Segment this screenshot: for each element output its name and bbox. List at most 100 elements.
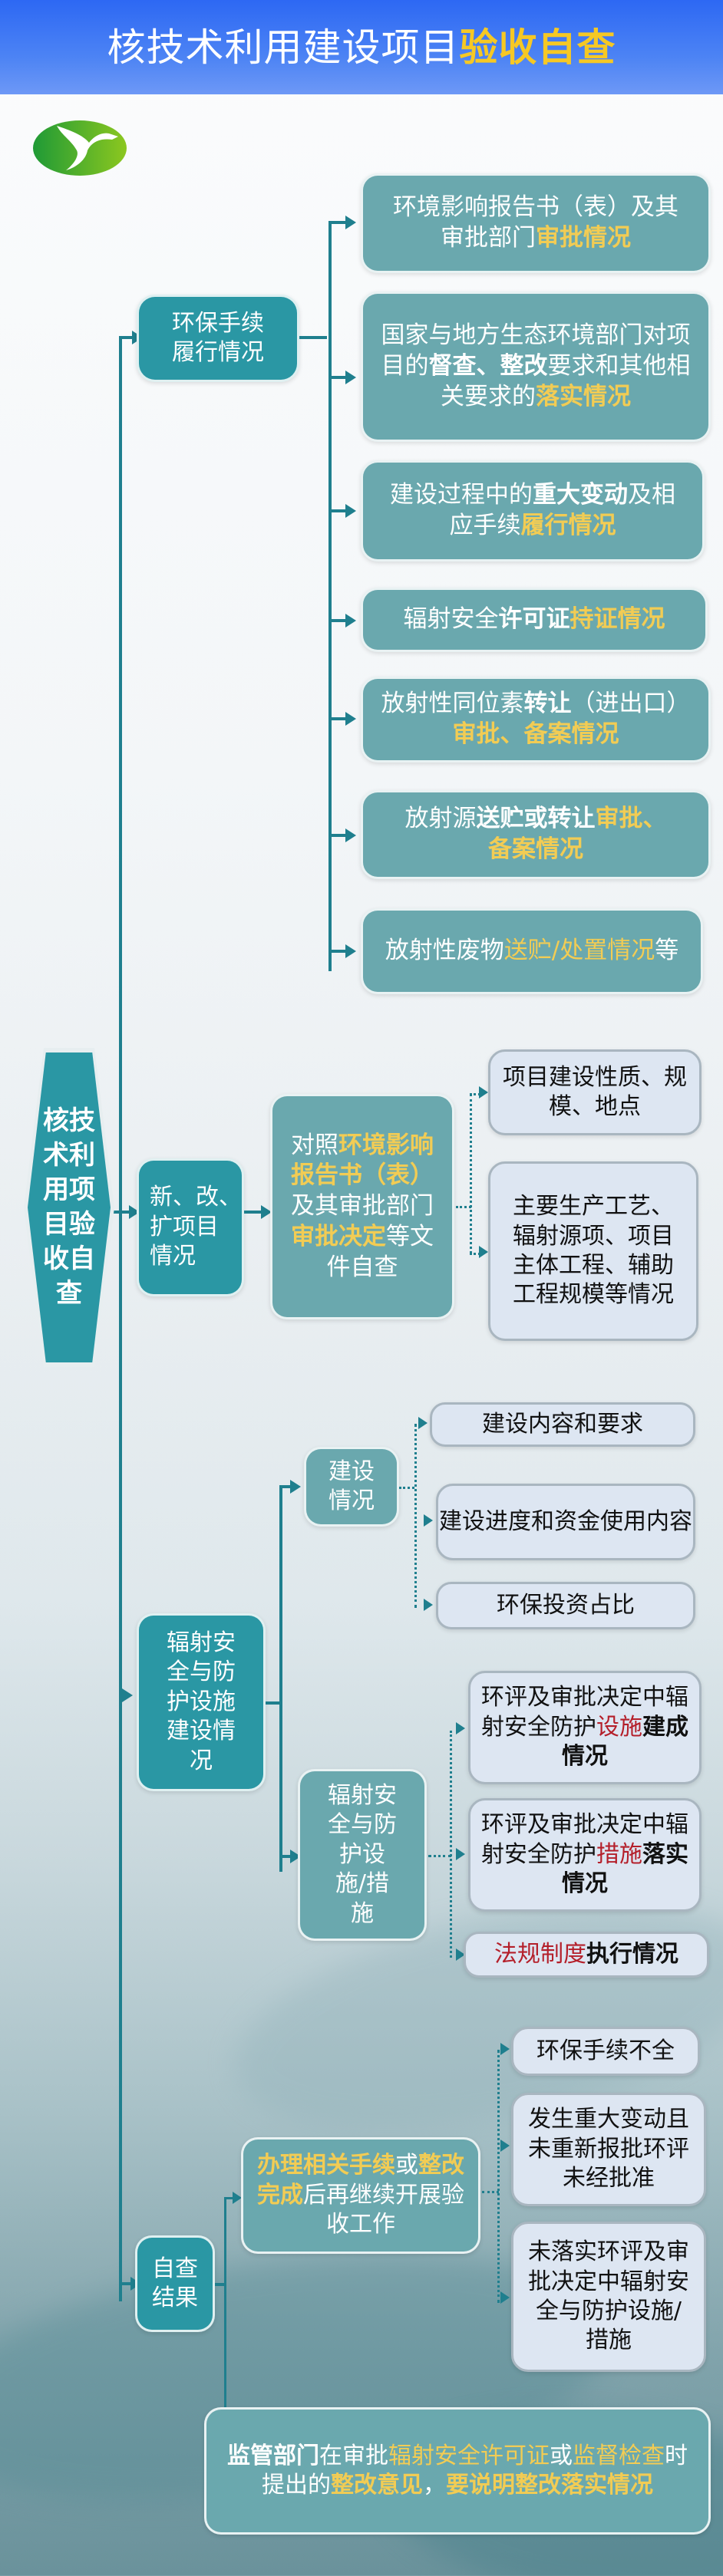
procedures-stub xyxy=(328,222,332,284)
arrow-icon xyxy=(345,828,356,842)
node-label-line: 建设 xyxy=(328,1458,375,1485)
item-text: 及相应手续 xyxy=(449,481,676,539)
results-connector xyxy=(215,2283,226,2286)
compare-documents-node: 对照环境影响报告书（表）及其审批部门审批决定等文件自查 xyxy=(270,1094,454,1319)
item-highlight: 审批情况 xyxy=(536,224,631,252)
item-text: 主要生产工艺、辐射源项、项目主体工程、辅助工程规模等情况 xyxy=(513,1193,674,1309)
dotted-connector xyxy=(399,1487,414,1489)
arrow-icon xyxy=(456,1948,465,1961)
branch-procedures-node: 环保手续 履行情况 xyxy=(137,295,299,382)
arrow-icon xyxy=(418,1417,428,1429)
page-title-plain: 核技术利用建设项目 xyxy=(107,25,460,70)
item-text: 或 xyxy=(395,2152,418,2179)
item-text: 环评及审批决定中辐射安全防护 xyxy=(481,1684,688,1741)
arrow-icon xyxy=(424,1599,433,1611)
item-text: 环境影响报告书（表）及其审批部门 xyxy=(393,193,678,252)
arrow-icon xyxy=(456,1848,465,1860)
arrow-icon xyxy=(500,2140,510,2152)
item-highlight: 整改完成 xyxy=(257,2152,464,2209)
item-text: 发生重大变动且未重新报批环评未经批准 xyxy=(528,2106,689,2192)
arrow-icon xyxy=(479,1246,488,1258)
arrow-icon xyxy=(233,2192,242,2204)
branch-radiation-safety-node: 辐射安 全与防 护设施 建设情 况 xyxy=(137,1613,266,1791)
new-projects-item: 主要生产工艺、辐射源项、项目主体工程、辅助工程规模等情况 xyxy=(488,1161,698,1341)
main-trunk-line xyxy=(119,338,122,2301)
arrow-icon xyxy=(345,216,356,229)
results-vertical-line xyxy=(224,2199,226,2462)
procedures-vertical-line xyxy=(328,281,332,971)
item-red: 设施 xyxy=(596,1713,642,1741)
item-highlight: 辐射安全许可证 xyxy=(388,2442,550,2469)
arrow-icon xyxy=(345,614,356,628)
branch-hook xyxy=(330,717,347,720)
item-bold: 建成情况 xyxy=(562,1713,688,1771)
item-text: 辐射安全 xyxy=(403,605,499,634)
branch-hook xyxy=(330,950,347,953)
page-title-highlight: 验收自查 xyxy=(459,25,616,70)
item-text: 放射性废物 xyxy=(385,937,504,965)
arrow-icon xyxy=(345,504,356,518)
construction-node: 建设 情况 xyxy=(304,1447,399,1527)
item-text: 国家与地方生态环境部门对项目的 xyxy=(381,321,691,380)
item-text: 环保投资占比 xyxy=(497,1591,635,1619)
item-text: 等文件自查 xyxy=(326,1222,434,1281)
root-node-line: 目验 xyxy=(43,1209,95,1240)
item-highlight: 履行情况 xyxy=(520,512,616,539)
facilities-item: 环评及审批决定中辐射安全防护措施落实情况 xyxy=(468,1798,702,1912)
dotted-connector xyxy=(482,2191,499,2193)
item-text: 对照 xyxy=(291,1131,338,1159)
node-label-line: 建设情 xyxy=(167,1718,236,1745)
arrow-icon xyxy=(424,1514,433,1527)
dotted-connector xyxy=(428,1855,451,1857)
construction-item: 建设进度和资金使用内容 xyxy=(436,1484,695,1560)
item-highlight: 监督检查 xyxy=(573,2442,665,2469)
facilities-node: 辐射安 全与防 护设 施/措 施 xyxy=(298,1769,427,1941)
item-text: 建设过程中的 xyxy=(390,481,533,509)
item-highlight: 审批、备案情况 xyxy=(452,720,619,748)
root-node-line: 核技 xyxy=(43,1105,95,1137)
branch-hook xyxy=(279,1855,292,1858)
item-text: 时提出的 xyxy=(262,2442,688,2499)
item-text: 建设进度和资金使用内容 xyxy=(439,1507,692,1535)
item-text: 等 xyxy=(655,937,679,965)
regulator-note-node: 监管部门在审批辐射安全许可证或监督检查时提出的整改意见，要说明整改落实情况 xyxy=(204,2407,711,2535)
node-label-line: 新、改、 xyxy=(150,1184,242,1211)
branch-hook xyxy=(330,509,347,512)
arrow-icon xyxy=(500,2291,510,2304)
arrow-icon xyxy=(479,1086,488,1099)
branch-hook xyxy=(330,834,347,837)
radiation-connector xyxy=(266,1701,281,1705)
arrow-icon xyxy=(290,1480,301,1494)
dotted-connector xyxy=(470,1094,472,1253)
item-text: 项目建设性质、规模、地点 xyxy=(503,1063,687,1120)
procedures-item: 放射源送贮或转让审批、备案情况 xyxy=(361,790,711,879)
item-text: 放射性同位素 xyxy=(381,690,524,718)
root-node: 核技 术利 用项 目验 收自 查 xyxy=(28,1052,111,1362)
item-bold: 转让 xyxy=(523,690,572,718)
procedures-item: 国家与地方生态环境部门对项目的督查、整改要求和其他相关要求的落实情况 xyxy=(361,292,711,442)
branch-results-node: 自查 结果 xyxy=(135,2235,215,2332)
dotted-connector xyxy=(456,1206,471,1208)
node-label-line: 结果 xyxy=(152,2284,198,2311)
root-node-line: 收自 xyxy=(43,1243,95,1274)
bird-leaf-logo-icon xyxy=(33,120,127,176)
radiation-vertical-line xyxy=(279,1487,282,1872)
results-action-node: 办理相关手续或整改完成后再继续开展验收工作 xyxy=(241,2137,480,2254)
dotted-connector xyxy=(414,1424,417,1608)
node-label-line: 施 xyxy=(351,1899,374,1927)
facilities-item: 环评及审批决定中辐射安全防护设施建成情况 xyxy=(468,1671,702,1784)
dotted-connector xyxy=(450,1731,452,1958)
node-label-line: 情况 xyxy=(150,1243,196,1270)
arrow-icon xyxy=(345,944,356,958)
dotted-connector xyxy=(470,1093,480,1095)
branch-hook xyxy=(224,2197,235,2199)
item-highlight: 要说明整改落实情况 xyxy=(446,2472,653,2499)
results-condition: 未落实环评及审批决定中辐射安全与防护设施/措施 xyxy=(511,2222,706,2372)
construction-item: 环保投资占比 xyxy=(436,1582,695,1629)
dotted-connector xyxy=(470,1253,480,1255)
arrow-icon xyxy=(261,1205,272,1219)
new-projects-item: 项目建设性质、规模、地点 xyxy=(488,1049,702,1135)
item-bold: 督查、整改 xyxy=(428,352,548,380)
item-red: 措施 xyxy=(596,1840,642,1868)
branch-hook xyxy=(279,1485,292,1488)
